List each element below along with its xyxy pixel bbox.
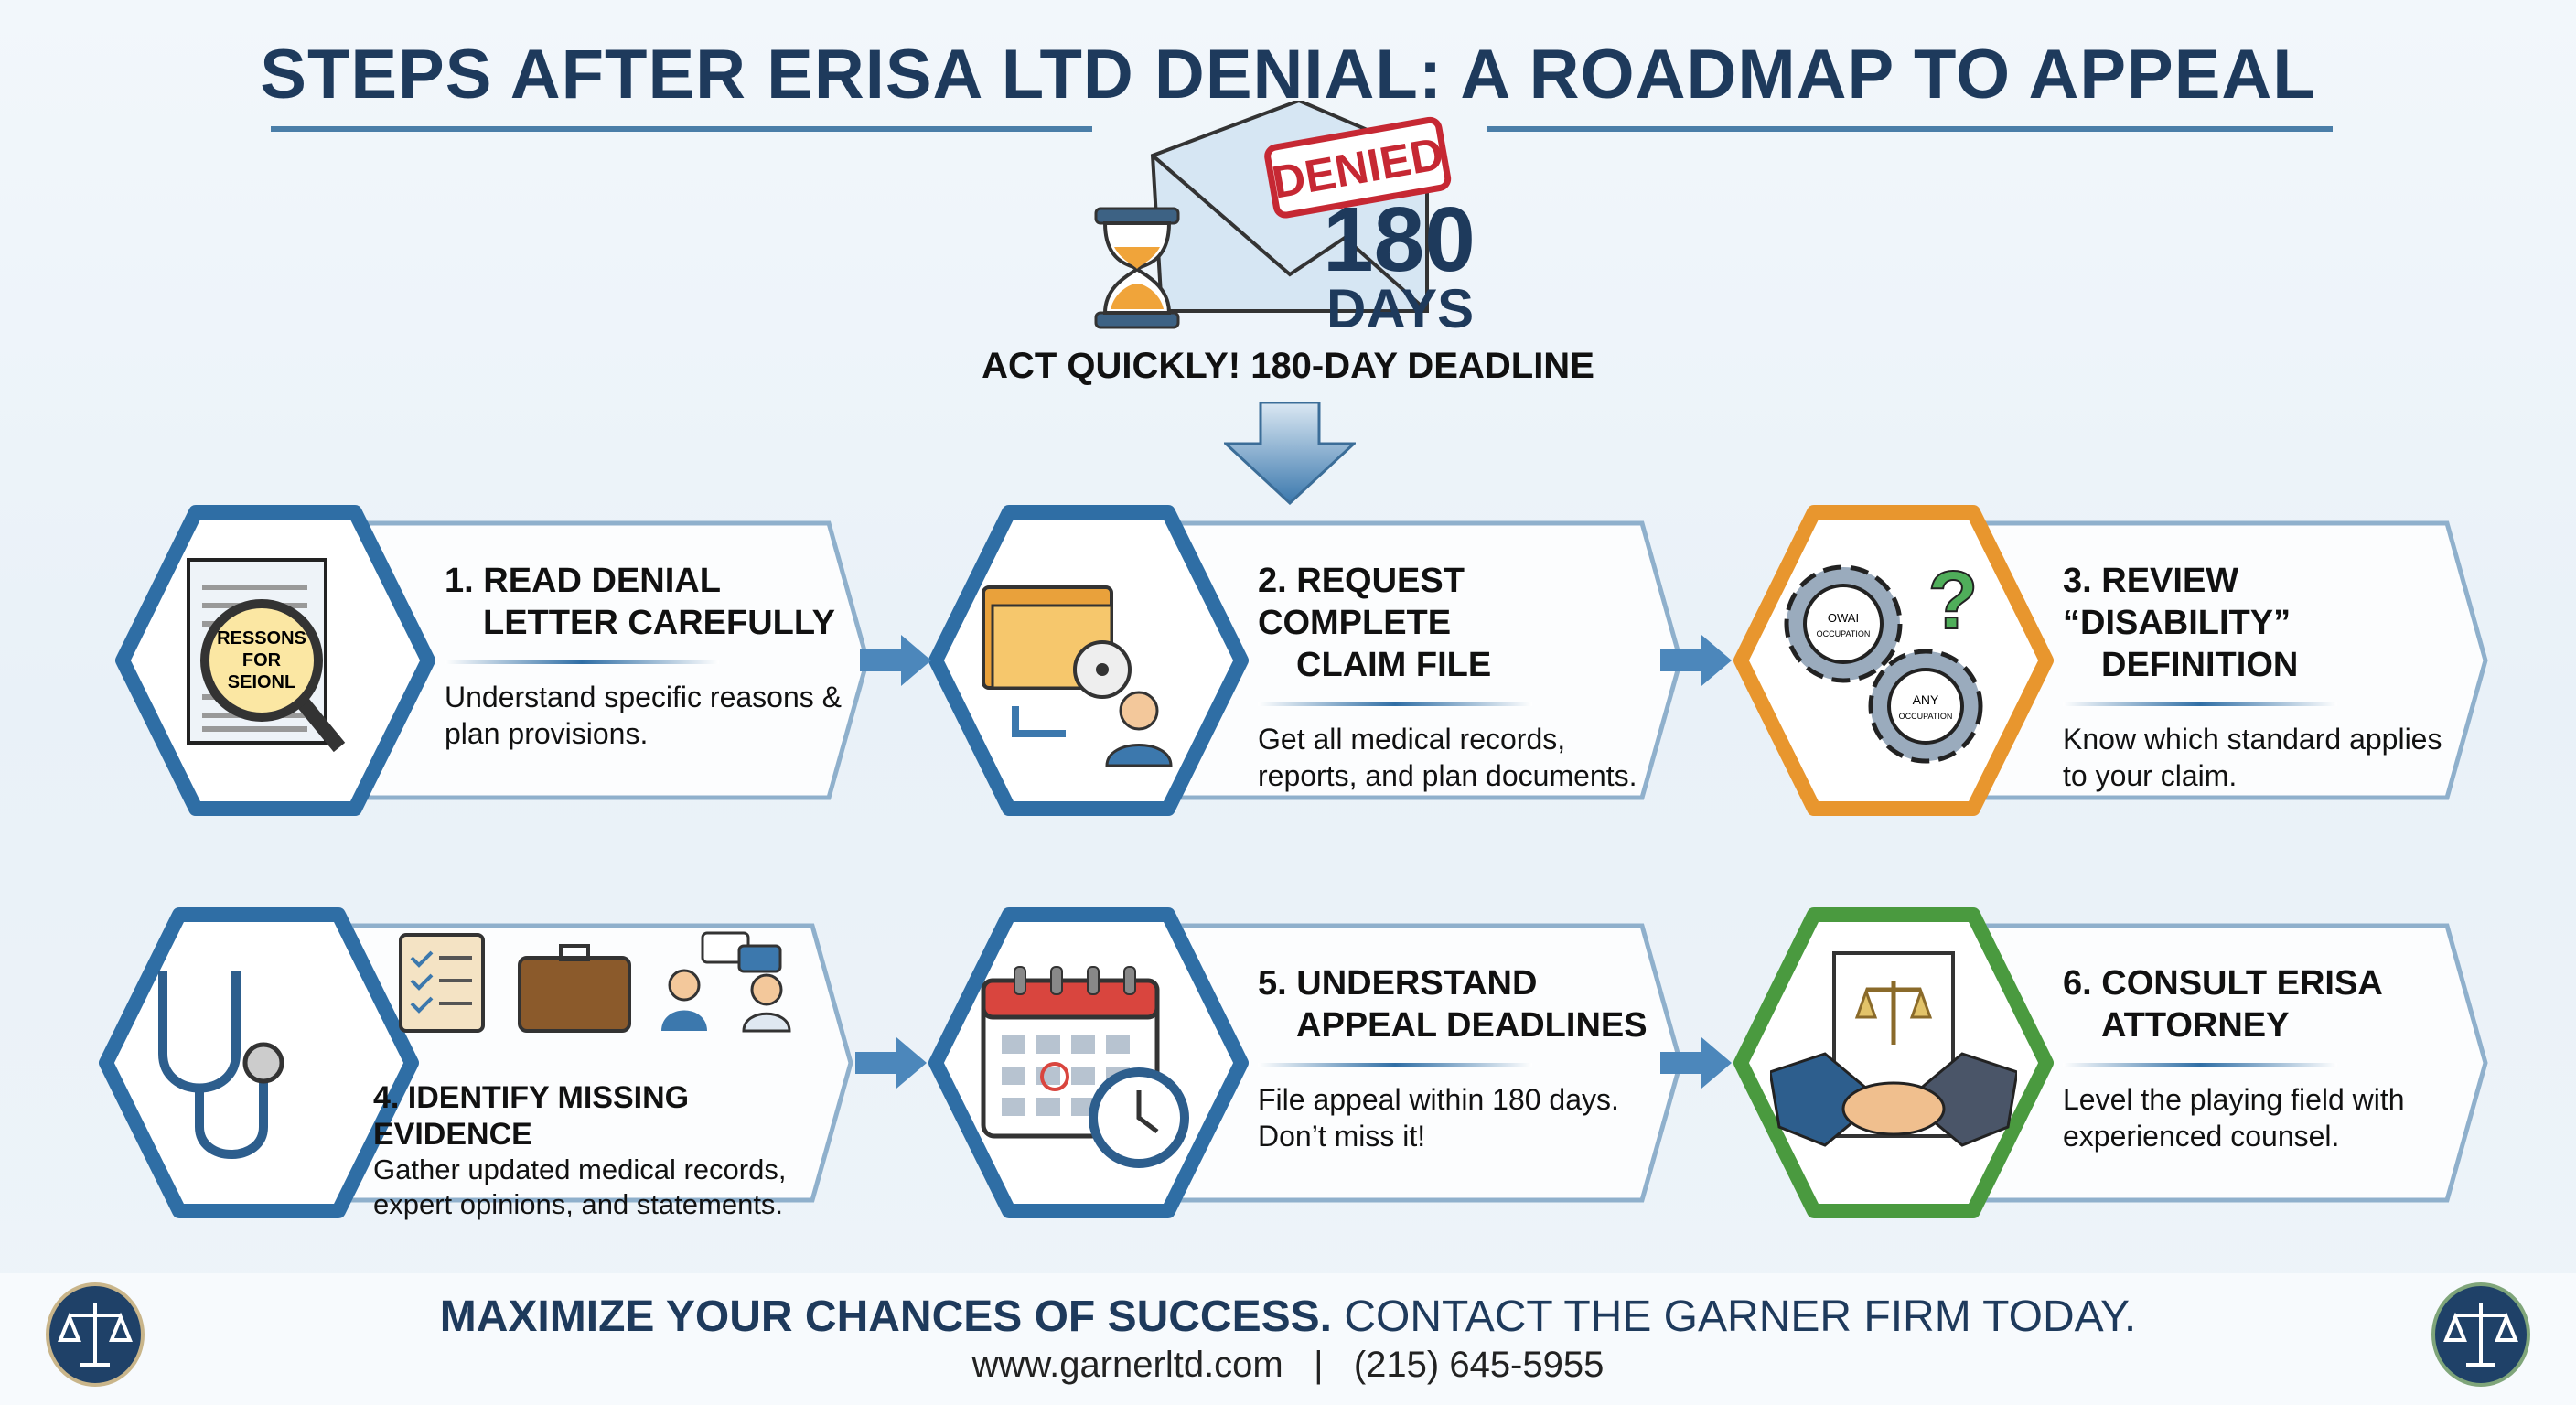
step-description: Understand specific reasons & plan provi…: [445, 681, 842, 750]
step-card-2: 2. REQUEST COMPLETE CLAIM FILE Get all me…: [928, 505, 1688, 816]
days-label: DAYS: [1326, 278, 1475, 339]
step-title-line1: 3. REVIEW “DISABILITY”: [2063, 562, 2292, 642]
step-divider: [1258, 702, 1532, 706]
flow-arrow-1-2: [860, 635, 931, 686]
step-description: Gather updated medical records, expert o…: [373, 1153, 787, 1220]
denied-envelope-hourglass-icon: DENIED: [1094, 101, 1452, 329]
svg-text:OWAI: OWAI: [1828, 611, 1859, 625]
deadline-callout: ACT QUICKLY! 180-DAY DEADLINE: [982, 346, 1594, 386]
page-title: STEPS AFTER ERISA LTD DENIAL: A ROADMAP …: [260, 36, 2316, 113]
flow-arrow-4-5: [855, 1037, 927, 1089]
step-divider: [2063, 1063, 2337, 1067]
step-divider: [1258, 1063, 1532, 1067]
step-divider: [2063, 702, 2337, 706]
step-title-line2: CLAIM FILE: [1296, 646, 1492, 684]
evidence-icons: [399, 931, 791, 1033]
cta-bold: MAXIMIZE YOUR CHANCES OF SUCCESS.: [439, 1292, 1332, 1341]
step-title-line1: 5. UNDERSTAND: [1258, 964, 1538, 1003]
footer-contact: www.garnerltd.com | (215) 645-5955: [0, 1345, 2576, 1386]
down-arrow-icon: [1224, 402, 1356, 505]
step-card-4: 4. IDENTIFY MISSING EVIDENCE Gather upda…: [99, 907, 858, 1220]
handshake-scales-icon: [1768, 944, 2019, 1182]
step-text: 4. IDENTIFY MISSING EVIDENCE Gather upda…: [373, 1079, 831, 1222]
step-text: 2. REQUEST COMPLETE CLAIM FILE Get all me…: [1258, 560, 1660, 794]
flow-arrow-5-6: [1660, 1037, 1732, 1089]
days-number: 180: [1323, 188, 1476, 291]
step-description: Get all medical records, reports, and pl…: [1258, 723, 1637, 792]
step-title-line2: LETTER CAREFULLY: [483, 604, 835, 642]
svg-text:FOR: FOR: [242, 650, 282, 670]
footer-band: [0, 1273, 2576, 1405]
flow-arrow-2-3: [1660, 635, 1732, 686]
title-underline-right: [1487, 126, 2333, 132]
svg-text:OCCUPATION: OCCUPATION: [1817, 629, 1871, 638]
title-underline-left: [271, 126, 1092, 132]
step-card-3: OWAI OCCUPATION ANY OCCUPATION? 3. REVIEW “…: [1733, 505, 2493, 816]
step-description: File appeal within 180 days. Don’t miss …: [1258, 1083, 1619, 1153]
step-description: Level the playing field with experienced…: [2063, 1083, 2405, 1153]
scales-logo-icon: [46, 1282, 145, 1387]
calendar-clock-icon: [965, 944, 1212, 1182]
svg-text:SEIONL: SEIONL: [228, 672, 295, 692]
svg-text:ANY: ANY: [1913, 692, 1939, 707]
step-title: 4. IDENTIFY MISSING EVIDENCE: [373, 1080, 690, 1152]
step-title-line1: 1. READ DENIAL: [445, 562, 721, 600]
step-divider: [445, 660, 719, 664]
svg-text:?: ?: [1928, 555, 1979, 647]
step-text: 1. READ DENIAL LETTER CAREFULLY Understan…: [445, 560, 847, 752]
step-title-line2: DEFINITION: [2101, 646, 2299, 684]
svg-text:OCCUPATION: OCCUPATION: [1899, 712, 1953, 721]
step-description: Know which standard applies to your clai…: [2063, 723, 2442, 792]
step-text: 3. REVIEW “DISABILITY” DEFINITION Know wh…: [2063, 560, 2465, 794]
cta-rest: CONTACT THE GARNER FIRM TODAY.: [1331, 1292, 2137, 1341]
step-title-line1: 2. REQUEST COMPLETE: [1258, 562, 1465, 642]
stethoscope-icon: [126, 944, 364, 1182]
gears-question-icon: OWAI OCCUPATION ANY OCCUPATION?: [1770, 542, 2017, 779]
footer-cta: MAXIMIZE YOUR CHANCES OF SUCCESS. CONTAC…: [0, 1292, 2576, 1342]
svg-text:RESSONS: RESSONS: [217, 628, 306, 649]
folder-person-icon: [965, 542, 1212, 779]
step-title-line2: ATTORNEY: [2101, 1006, 2290, 1045]
step-title-line2: APPEAL DEADLINES: [1296, 1006, 1648, 1045]
phone-link[interactable]: (215) 645-5955: [1353, 1345, 1605, 1385]
website-link[interactable]: www.garnerltd.com: [971, 1345, 1283, 1385]
step-title-line1: 6. CONSULT ERISA: [2063, 964, 2383, 1003]
separator: |: [1314, 1345, 1324, 1385]
scales-logo-icon: [2431, 1282, 2530, 1387]
